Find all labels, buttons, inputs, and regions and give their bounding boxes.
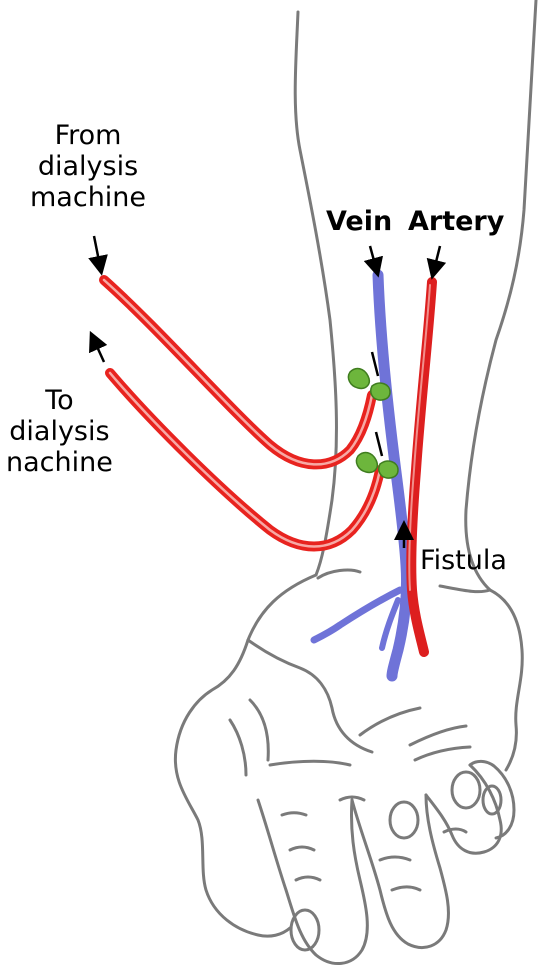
label-line: From [30,120,146,151]
thumb-crease [230,720,246,775]
palm-crease [410,726,466,745]
label-line: nachine [6,447,113,478]
label-vein: Vein [326,206,392,237]
knuckle-crease [380,857,410,860]
palm-crease [415,747,470,760]
label-artery: Artery [408,206,504,237]
wrist-crease [318,570,360,578]
needle-shaft [376,432,382,456]
hand-outline [175,575,522,964]
needle-wing [356,453,377,473]
label-line: dialysis [30,151,146,182]
forearm-left-edge [295,12,336,575]
palm-crease [270,761,350,765]
knuckle-crease [282,813,306,815]
tube-upper-highlight [104,280,372,464]
needle-wing [371,383,390,400]
knuckle-crease [290,847,314,850]
label-from-dialysis-machine: From dialysis machine [30,120,146,213]
forearm-right-edge [466,0,536,590]
arrow-vein [370,246,376,268]
knuckle-crease [392,887,420,890]
palm-edge [490,590,522,770]
fingernail [483,786,501,814]
needle-shaft [372,352,378,376]
knuckle-crease [444,829,466,832]
finger-index [258,800,367,964]
thumb-crease [250,700,268,760]
tube-upper [104,280,372,464]
wrist-crease [440,586,490,592]
label-line: machine [30,182,146,213]
fingernail [452,772,480,808]
knuckle-crease [296,877,320,880]
arrow-from-machine [94,236,100,266]
needle-wing [379,461,398,478]
tube-from-machine [104,280,372,464]
arrow-artery [434,246,440,270]
label-line: dialysis [6,416,113,447]
label-to-dialysis-machine: To dialysis nachine [6,385,113,478]
label-fistula: Fistula [420,545,507,576]
label-line: To [6,385,113,416]
artery [409,282,432,652]
palm-crease [360,708,420,735]
needle-wing [348,369,369,389]
arrow-to-machine [94,340,104,362]
fingernail [390,802,418,838]
fingernail [291,910,319,950]
